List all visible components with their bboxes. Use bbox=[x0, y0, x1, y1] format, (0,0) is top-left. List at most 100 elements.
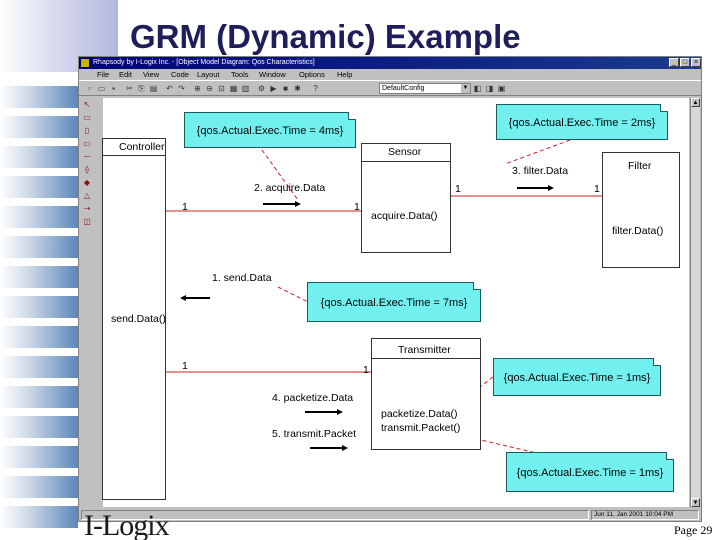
zoom-out-icon[interactable]: ⊖ bbox=[206, 84, 213, 93]
zoom-fit-icon[interactable]: ⊡ bbox=[218, 84, 225, 93]
menu-help[interactable]: Help bbox=[337, 70, 353, 79]
dependency-tool-icon[interactable]: ⇢ bbox=[83, 204, 91, 213]
qos-note[interactable]: {qos.Actual.Exec.Time = 1ms} bbox=[506, 452, 674, 492]
menu-layout[interactable]: Layout bbox=[197, 70, 220, 79]
menu-options[interactable]: Options bbox=[299, 70, 325, 79]
maximize-button[interactable]: □ bbox=[680, 58, 690, 67]
open-icon[interactable]: ▭ bbox=[97, 84, 106, 93]
layout-icon[interactable]: ▥ bbox=[241, 84, 250, 93]
slide-stripe bbox=[0, 356, 78, 378]
qos-note[interactable]: {qos.Actual.Exec.Time = 1ms} bbox=[493, 358, 661, 396]
slide-stripe bbox=[0, 116, 78, 138]
slide-stripe bbox=[0, 296, 78, 318]
help-icon[interactable]: ? bbox=[313, 84, 318, 93]
message-acquire-data: 2. acquire.Data bbox=[254, 182, 326, 194]
undo-icon[interactable]: ↶ bbox=[166, 84, 173, 93]
new-icon[interactable]: ▫ bbox=[88, 84, 91, 93]
animate-icon[interactable]: ◧ bbox=[473, 84, 482, 93]
select-tool-icon[interactable]: ↖ bbox=[83, 100, 91, 109]
class-sensor[interactable] bbox=[361, 143, 451, 253]
build-icon[interactable]: ▶ bbox=[270, 84, 277, 93]
page-number: Page 29 bbox=[674, 523, 713, 537]
menu-view[interactable]: View bbox=[143, 70, 160, 79]
slide-stripe bbox=[0, 446, 78, 468]
slide-stripe bbox=[0, 236, 78, 258]
save-icon[interactable]: ▪ bbox=[112, 84, 115, 93]
class-tool-icon[interactable]: ▯ bbox=[84, 126, 90, 135]
window-titlebar[interactable]: Rhapsody by I-Logix Inc. - [Object Model… bbox=[79, 57, 701, 69]
generate-icon[interactable]: ⚙ bbox=[257, 84, 266, 93]
app-icon bbox=[81, 59, 89, 67]
object-tool-icon[interactable]: ▭ bbox=[83, 113, 91, 122]
cut-icon[interactable]: ✂ bbox=[126, 84, 133, 93]
class-divider bbox=[361, 161, 451, 162]
qos-note[interactable]: {qos.Actual.Exec.Time = 2ms} bbox=[496, 104, 668, 140]
chevron-down-icon[interactable]: ▼ bbox=[461, 84, 470, 93]
multiplicity-label: 1 bbox=[363, 364, 369, 376]
close-button[interactable]: × bbox=[691, 58, 701, 67]
copy-icon[interactable]: ⎘ bbox=[138, 84, 145, 93]
class-transmitter-operation: packetize.Data() bbox=[381, 408, 458, 420]
association-tool-icon[interactable]: ─ bbox=[84, 152, 90, 161]
drawing-palette: ↖ ▭ ▯ ▭ ─ ⟠ ◆ △ ⇢ ◫ bbox=[81, 99, 95, 239]
class-controller-name: Controller bbox=[119, 141, 165, 153]
multiplicity-label: 1 bbox=[594, 183, 600, 195]
message-filter-data: 3. filter.Data bbox=[512, 165, 569, 177]
message-send-data: 1. send.Data bbox=[212, 272, 272, 284]
status-message bbox=[81, 510, 589, 520]
stop-icon[interactable]: ■ bbox=[283, 84, 288, 93]
class-transmitter-name: Transmitter bbox=[398, 344, 451, 356]
slide-stripe bbox=[0, 326, 78, 348]
window-title: Rhapsody by I-Logix Inc. - [Object Model… bbox=[93, 59, 315, 66]
inheritance-tool-icon[interactable]: △ bbox=[83, 191, 91, 200]
class-filter-operation: filter.Data() bbox=[612, 225, 664, 237]
class-sensor-operation: acquire.Data() bbox=[371, 210, 438, 222]
menu-file[interactable]: File bbox=[97, 70, 110, 79]
class-filter[interactable] bbox=[602, 152, 680, 268]
settings-icon[interactable]: ▣ bbox=[497, 84, 506, 93]
scroll-down-icon[interactable]: ▼ bbox=[691, 498, 700, 507]
vertical-scrollbar[interactable]: ▲ ▼ bbox=[690, 98, 700, 507]
configuration-value: DefaultConfig bbox=[382, 85, 425, 92]
slide-stripe bbox=[0, 476, 78, 498]
multiplicity-label: 1 bbox=[182, 360, 188, 372]
slide-stripe bbox=[0, 176, 78, 198]
configuration-select[interactable]: DefaultConfig ▼ bbox=[379, 83, 471, 94]
class-transmitter[interactable] bbox=[371, 338, 481, 450]
note-tool-icon[interactable]: ◫ bbox=[83, 217, 91, 226]
composition-tool-icon[interactable]: ◆ bbox=[83, 178, 91, 187]
multiplicity-label: 1 bbox=[354, 201, 360, 213]
slide-stripe bbox=[0, 506, 78, 528]
slide-stripe bbox=[0, 386, 78, 408]
company-logo: I-Logix bbox=[84, 509, 170, 540]
menu-window[interactable]: Window bbox=[259, 70, 286, 79]
run-icon[interactable]: ✱ bbox=[294, 84, 301, 93]
menu-edit[interactable]: Edit bbox=[119, 70, 132, 79]
zoom-in-icon[interactable]: ⊕ bbox=[194, 84, 201, 93]
slide-stripe bbox=[0, 206, 78, 228]
class-sensor-name: Sensor bbox=[388, 146, 422, 158]
toolbar: ▫ ▭ ▪ ✂ ⎘ ▤ ↶ ↷ ⊕ ⊖ ⊡ ▦ ▥ ⚙ ▶ ■ ✱ ? ◧ ◨ … bbox=[79, 80, 701, 96]
trace-icon[interactable]: ◨ bbox=[485, 84, 494, 93]
class-filter-name: Filter bbox=[628, 160, 652, 172]
paste-icon[interactable]: ▤ bbox=[149, 84, 158, 93]
class-controller[interactable] bbox=[102, 138, 166, 500]
class-transmitter-operation: transmit.Packet() bbox=[381, 422, 461, 434]
minimize-button[interactable]: _ bbox=[669, 58, 679, 67]
slide-stripe bbox=[0, 266, 78, 288]
class-divider bbox=[102, 155, 166, 156]
menu-code[interactable]: Code bbox=[171, 70, 189, 79]
qos-note[interactable]: {qos.Actual.Exec.Time = 7ms} bbox=[307, 282, 481, 322]
multiplicity-label: 1 bbox=[182, 201, 188, 213]
qos-note[interactable]: {qos.Actual.Exec.Time = 4ms} bbox=[184, 112, 356, 148]
slide-stripe bbox=[0, 416, 78, 438]
menu-tools[interactable]: Tools bbox=[231, 70, 249, 79]
grid-icon[interactable]: ▦ bbox=[229, 84, 238, 93]
aggregation-tool-icon[interactable]: ⟠ bbox=[85, 165, 89, 174]
multiplicity-label: 1 bbox=[455, 183, 461, 195]
message-packetize-data: 4. packetize.Data bbox=[272, 392, 354, 404]
message-transmit-packet: 5. transmit.Packet bbox=[272, 428, 357, 440]
scroll-up-icon[interactable]: ▲ bbox=[691, 98, 700, 107]
redo-icon[interactable]: ↷ bbox=[178, 84, 185, 93]
package-tool-icon[interactable]: ▭ bbox=[83, 139, 91, 148]
